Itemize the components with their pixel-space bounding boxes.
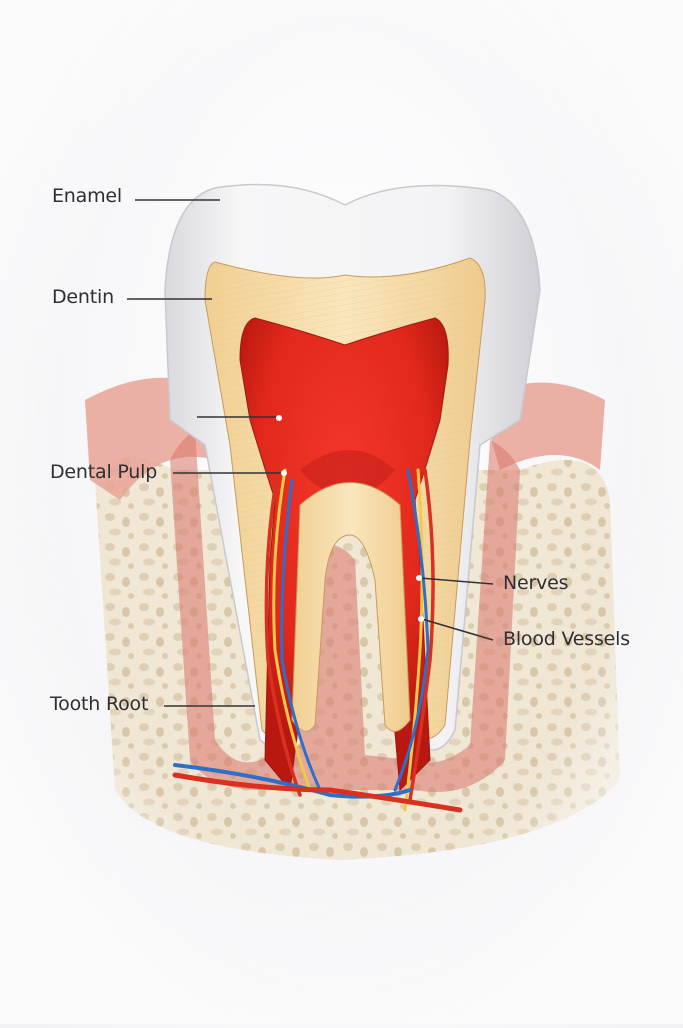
label-dental-pulp: Dental Pulp <box>50 461 158 483</box>
label-blood-vessels: Blood Vessels <box>503 628 630 650</box>
leader-lines <box>127 199 494 707</box>
label-dentin: Dentin <box>52 286 114 308</box>
label-enamel: Enamel <box>52 185 122 207</box>
nerves-leader <box>419 577 494 585</box>
label-tooth-root: Tooth Root <box>50 693 149 715</box>
blood-vessels-leader <box>421 618 494 641</box>
label-nerves: Nerves <box>503 572 569 594</box>
